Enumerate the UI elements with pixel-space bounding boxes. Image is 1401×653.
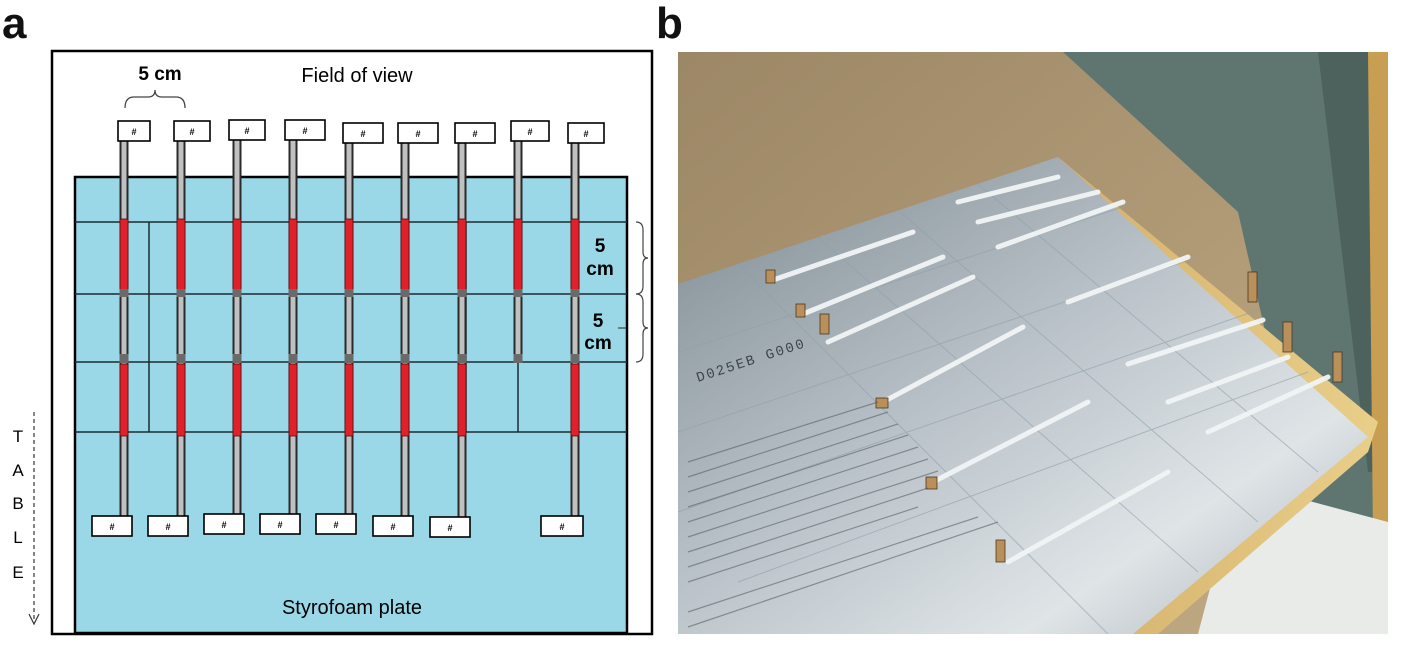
top-tag-6 — [397, 122, 439, 144]
rods-group: # # # # # # # # # # # # # # # # # — [91, 119, 605, 538]
phantom-schematic: # # # # # # # # # # # # # # # # # 5 cm Field of view 5 c… — [12, 49, 654, 636]
plate-label: Styrofoam plate — [282, 597, 422, 619]
bottom-tag-4-text: # — [277, 520, 282, 530]
top-tag-9-text: # — [583, 129, 588, 139]
top-tag-4-text: # — [302, 126, 307, 136]
rod-joint-8 — [513, 289, 523, 297]
plate-surface — [678, 157, 1368, 634]
bottom-tag-2-text: # — [165, 522, 170, 532]
top-tag-7-text: # — [472, 129, 477, 139]
top-tag-5 — [342, 122, 384, 144]
rod-joint-6 — [400, 289, 410, 297]
rod-joint-7 — [457, 289, 467, 297]
active-segment-upper-2 — [176, 218, 186, 293]
rod-joint-5 — [344, 289, 354, 297]
rod-joint-2 — [176, 289, 186, 297]
table-letter-2: A — [12, 461, 24, 480]
top-tag-4 — [284, 119, 326, 141]
right-bracket-2 — [635, 293, 649, 363]
bottom-tag-3 — [203, 513, 245, 535]
panel-label-b: b — [656, 0, 683, 48]
bottom-tag-9 — [540, 515, 584, 537]
rod-joint-4 — [288, 289, 298, 297]
bottom-tag-7-text: # — [447, 523, 452, 533]
bottom-tag-1-text: # — [109, 522, 114, 532]
rod-joint-lower-5 — [344, 354, 354, 363]
rod-joint-lower-8 — [513, 354, 523, 363]
spacing-label-top: 5 cm — [138, 64, 181, 85]
top-tag-7 — [454, 122, 496, 144]
bottom-tag-7 — [429, 516, 471, 538]
active-segment-upper-4 — [288, 218, 298, 293]
top-tag-1-text: # — [131, 127, 136, 137]
active-segment-upper-8 — [513, 218, 523, 293]
photo-tags — [765, 269, 1343, 563]
rod-joint-3 — [232, 289, 242, 297]
bottom-tag-2 — [147, 515, 189, 537]
table-letter-1: T — [13, 427, 23, 446]
rod-joint-lower-7 — [457, 354, 467, 363]
field-of-view-label: Field of view — [301, 65, 413, 87]
right-label-1-line1: 5 — [595, 236, 606, 257]
top-tag-3-text: # — [244, 126, 249, 136]
bottom-tag-5 — [315, 513, 357, 535]
panel-label-a: a — [2, 0, 27, 48]
active-segment-lower-9 — [570, 363, 580, 437]
active-segment-upper-7 — [457, 218, 467, 293]
active-segment-upper-5 — [344, 218, 354, 293]
right-label-2-line2: cm — [584, 333, 611, 354]
table-letter-4: L — [13, 528, 22, 547]
bottom-tag-3-text: # — [221, 520, 226, 530]
top-tag-5-text: # — [360, 129, 365, 139]
active-segment-lower-1 — [119, 363, 129, 437]
rod-joint-lower-9 — [570, 354, 580, 363]
bottom-tag-5-text: # — [333, 520, 338, 530]
bottom-tag-4 — [259, 513, 301, 535]
right-label-2-line1: 5 — [593, 311, 604, 332]
rod-joint-lower-3 — [232, 354, 242, 363]
top-tag-8-text: # — [527, 127, 532, 137]
plate-printed-lines — [687, 401, 999, 628]
top-tag-2-text: # — [189, 127, 194, 137]
active-segment-lower-2 — [176, 363, 186, 437]
bottom-tag-6-text: # — [390, 522, 395, 532]
photo-rods — [770, 174, 1331, 565]
active-segment-upper-6 — [400, 218, 410, 293]
rod-joint-1 — [119, 289, 129, 297]
phantom-photo: D025EB G000 — [678, 52, 1388, 634]
top-tag-2 — [173, 120, 211, 142]
spacing-brace-top — [124, 89, 186, 109]
active-segment-lower-5 — [344, 363, 354, 437]
right-label-1-line2: cm — [586, 259, 613, 280]
table-letter-3: B — [12, 494, 23, 513]
active-segment-upper-1 — [119, 218, 129, 293]
rod-joint-lower-2 — [176, 354, 186, 363]
active-segment-lower-6 — [400, 363, 410, 437]
rod-joint-lower-4 — [288, 354, 298, 363]
rod-joint-lower-1 — [119, 354, 129, 363]
active-segment-upper-3 — [232, 218, 242, 293]
active-segment-lower-4 — [288, 363, 298, 437]
table-letter-5: E — [12, 563, 23, 582]
bottom-tag-9-text: # — [559, 522, 564, 532]
table-arrow — [28, 412, 40, 626]
active-segment-lower-3 — [232, 363, 242, 437]
bottom-tag-1 — [91, 515, 133, 537]
rod-joint-9 — [570, 289, 580, 297]
top-tag-8 — [510, 120, 550, 142]
active-segment-upper-9 — [570, 218, 580, 293]
rod-joint-lower-6 — [400, 354, 410, 363]
top-tag-1 — [117, 120, 151, 142]
top-tag-6-text: # — [415, 129, 420, 139]
active-segment-lower-7 — [457, 363, 467, 437]
bottom-tag-6 — [372, 515, 414, 537]
top-tag-9 — [567, 122, 605, 144]
top-tag-3 — [228, 119, 266, 141]
right-bracket-1 — [635, 221, 649, 295]
